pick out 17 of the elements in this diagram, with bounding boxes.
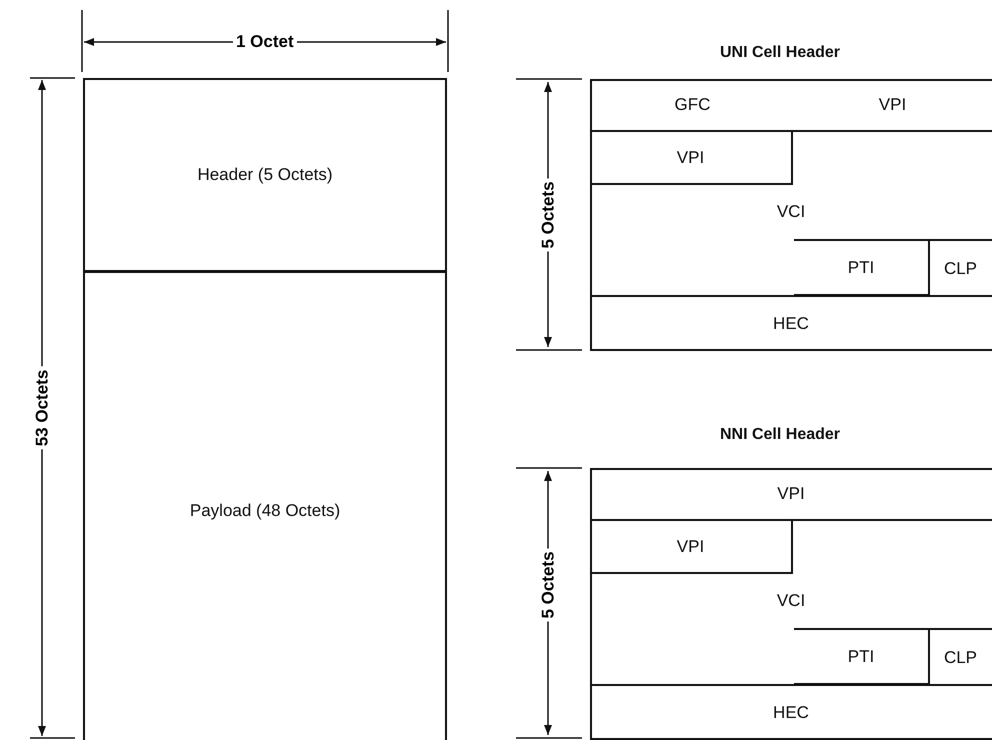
header-field: VPI bbox=[793, 79, 992, 132]
header-field: HEC bbox=[590, 684, 992, 740]
header-field: VCI bbox=[590, 573, 992, 629]
header-field: CLP bbox=[929, 628, 992, 685]
header-field: VPI bbox=[590, 132, 793, 185]
header-title: UNI Cell Header bbox=[720, 44, 840, 62]
header-field: VPI bbox=[590, 468, 992, 521]
header-field: PTI bbox=[794, 239, 930, 296]
header-field: GFC bbox=[590, 79, 793, 132]
header-field: CLP bbox=[929, 239, 992, 296]
header-field: HEC bbox=[590, 295, 992, 351]
header-section: Header (5 Octets) bbox=[83, 78, 447, 272]
header-field: PTI bbox=[794, 628, 930, 685]
header-title: NNI Cell Header bbox=[720, 426, 840, 444]
header-field: VCI bbox=[590, 184, 992, 240]
payload-section: Payload (48 Octets) bbox=[83, 271, 447, 740]
header-field: VPI bbox=[590, 521, 793, 574]
